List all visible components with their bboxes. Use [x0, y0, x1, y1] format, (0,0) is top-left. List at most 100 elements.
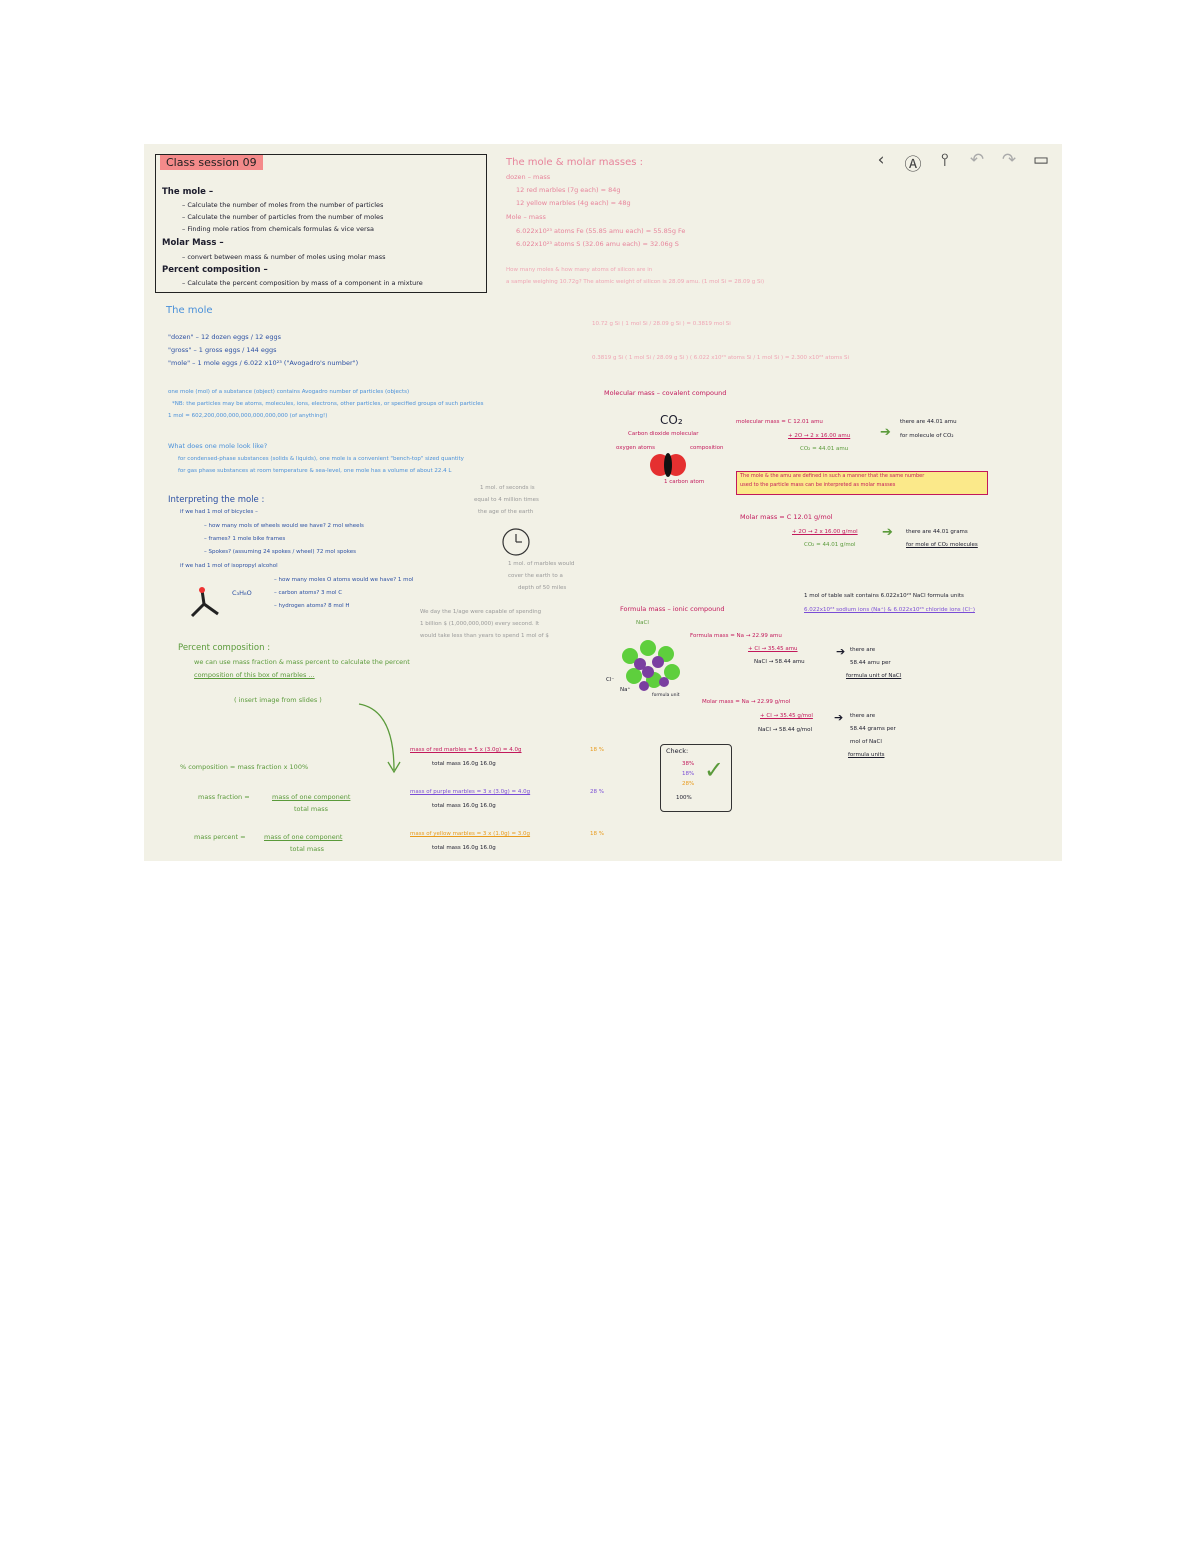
mole-def-line: "gross" – 1 gross eggs / 144 eggs	[168, 346, 277, 354]
arrow-right-icon: ➔	[880, 425, 891, 440]
molar-intro-heading: The mole & molar masses :	[506, 157, 643, 168]
molar-intro-line: 6.022x10²³ atoms S (32.06 amu each) = 32…	[516, 240, 679, 248]
objective-line: – Calculate the percent composition by m…	[182, 279, 423, 287]
calc-red-result: 18 %	[590, 747, 604, 753]
definition-line: *NB: the particles may be atoms, molecul…	[172, 401, 484, 407]
objective-line: Molar Mass –	[162, 238, 224, 248]
interpreting-line: – frames? 1 mole bike frames	[204, 536, 286, 542]
mass-fraction-denominator: total mass	[294, 805, 329, 813]
arrow-icon	[358, 703, 401, 774]
molar-intro-line: 12 red marbles (7g each) = 84g	[516, 186, 621, 194]
check-value: 18%	[682, 771, 695, 777]
molar-intro-line: dozen – mass	[506, 173, 551, 181]
session-title: Class session 09	[160, 155, 263, 170]
molecule-sketch	[190, 587, 219, 618]
objective-line: – convert between mass & number of moles…	[182, 253, 386, 261]
molar-note: there are 44.01 grams	[906, 529, 968, 535]
formula-mass-note: there are	[850, 647, 876, 653]
molar-mass-line: CO₂ = 44.01 g/mol	[804, 542, 856, 548]
molecular-heading: Molecular mass – covalent compound	[604, 389, 727, 397]
calc-yellow-numerator: mass of yellow marbles = 3 x (1.0g) = 3.…	[410, 831, 531, 837]
nacl-molar-note: mol of NaCl	[850, 739, 882, 745]
toolbar: ‹ Ⓐ ⫯ ↶ ↷ ▭	[870, 150, 1052, 175]
look-like-question: What does one mole look like?	[168, 442, 268, 450]
notes-canvas[interactable]: ‹ Ⓐ ⫯ ↶ ↷ ▭ Class session 09 The mole – …	[144, 144, 1062, 861]
arrow-right-icon: ➔	[834, 711, 844, 724]
mass-fraction-label: mass fraction =	[198, 793, 250, 801]
co2-label: composition	[690, 445, 724, 451]
check-value: 38%	[682, 761, 695, 767]
side-note: We day the 1/age were capable of spendin…	[420, 609, 542, 615]
checkmark-icon: ✓	[704, 756, 725, 784]
nacl-molar-line: NaCl → 58.44 g/mol	[758, 727, 813, 733]
mass-fraction-numerator: mass of one component	[272, 793, 351, 801]
co2-molecule-sketch	[650, 453, 686, 477]
objectives-box	[155, 154, 487, 293]
calc-purple-result: 28 %	[590, 789, 604, 795]
formula-mass-line: Formula mass = Na → 22.99 amu	[690, 633, 782, 639]
interpreting-line: – how many moles O atoms would we have? …	[274, 577, 414, 583]
nacl-lattice-sketch	[622, 640, 680, 691]
side-note: the age of the earth	[478, 509, 534, 515]
back-icon[interactable]: ‹	[877, 150, 885, 170]
side-note: would take less than years to spend 1 mo…	[420, 633, 549, 639]
warning-line: used to the particle mass can be interpr…	[740, 482, 896, 488]
side-note: 1 mol. of seconds is	[480, 485, 535, 491]
side-note: depth of 50 miles	[518, 585, 567, 591]
mass-percent-label: mass percent =	[194, 833, 246, 841]
objective-line: – Calculate the number of moles from the…	[182, 201, 384, 209]
interpreting-line: – how many mols of wheels would we have?…	[204, 523, 364, 529]
ionic-note: 6.022x10²³ sodium ions (Na⁺) & 6.022x10²…	[804, 607, 975, 613]
molar-intro-line: Mole – mass	[506, 213, 546, 221]
redo-icon[interactable]: ↷	[1001, 150, 1017, 170]
co2-label: Carbon dioxide molecular	[628, 431, 699, 437]
percent-comp-line: composition of this box of marbles ...	[194, 671, 315, 679]
mole-def-line: "dozen" – 12 dozen eggs / 12 eggs	[168, 333, 281, 341]
warning-line: The mole & the amu are defined in such a…	[740, 473, 925, 479]
calc-yellow-result: 18 %	[590, 831, 604, 837]
pin-icon[interactable]: ⫯	[941, 150, 949, 170]
co2-label: oxygen atoms	[616, 445, 655, 451]
formula-mass-line: NaCl → 58.44 amu	[754, 659, 805, 665]
molar-mass-line: Molar mass = C 12.01 g/mol	[740, 513, 833, 521]
side-note: 1 mol. of marbles would	[508, 561, 575, 567]
check-box	[660, 744, 732, 812]
pencil-circle-icon[interactable]: Ⓐ	[904, 155, 922, 175]
check-value: 100%	[676, 795, 692, 801]
formula-mass-note: formula unit of NaCl	[846, 673, 902, 679]
calc-purple-denominator: total mass 16.0g 16.0g	[432, 803, 496, 809]
co2-formula: CO₂	[660, 413, 683, 427]
clock-icon	[502, 528, 530, 556]
formula-mass-line: + Cl → 35.45 amu	[748, 646, 798, 652]
definition-line: 1 mol = 602,200,000,000,000,000,000,000 …	[168, 413, 328, 419]
calc-red-denominator: total mass 16.0g 16.0g	[432, 761, 496, 767]
check-value: 28%	[682, 781, 695, 787]
calc-purple-numerator: mass of purple marbles = 3 x (3.0g) = 4.…	[410, 789, 531, 795]
look-like-line: for gas phase substances at room tempera…	[178, 468, 452, 474]
molecular-note: there are 44.01 amu	[900, 419, 957, 425]
molecular-note: for molecule of CO₂	[900, 433, 954, 439]
interpreting-line: if we had 1 mol of isopropyl alcohol	[180, 563, 278, 569]
molar-intro-line: 12 yellow marbles (4g each) = 48g	[516, 199, 631, 207]
check-label: Check:	[666, 747, 689, 755]
undo-icon[interactable]: ↶	[969, 150, 985, 170]
interpreting-line: if we had 1 mol of bicycles –	[180, 509, 258, 515]
side-note: cover the earth to a	[508, 573, 563, 579]
molecular-mass-line: molecular mass = C 12.01 amu	[736, 419, 823, 425]
isopropyl-formula: C₃H₈O	[232, 589, 252, 597]
objective-line: – Finding mole ratios from chemicals for…	[182, 225, 375, 233]
save-icon[interactable]: ▭	[1032, 150, 1050, 170]
side-note: 1 billion $ (1,000,000,000) every second…	[420, 621, 540, 627]
nacl-molar-line: + Cl → 35.45 g/mol	[760, 713, 813, 719]
nacl-formula: NaCl	[636, 620, 649, 626]
ionic-note: 1 mol of table salt contains 6.022x10²³ …	[804, 593, 964, 599]
objective-line: Percent composition –	[162, 265, 268, 275]
formula-mass-heading: Formula mass – ionic compound	[620, 605, 725, 613]
calc-yellow-denominator: total mass 16.0g 16.0g	[432, 845, 496, 851]
mass-percent-numerator: mass of one component	[264, 833, 343, 841]
interpreting-line: – carbon atoms? 3 mol C	[274, 590, 343, 596]
nacl-molar-note: 58.44 grams per	[850, 726, 896, 732]
calc-red-numerator: mass of red marbles = 5 x (3.0g) = 4.0g	[410, 747, 522, 753]
the-mole-heading: The mole	[166, 305, 213, 316]
warning-box	[736, 471, 988, 495]
